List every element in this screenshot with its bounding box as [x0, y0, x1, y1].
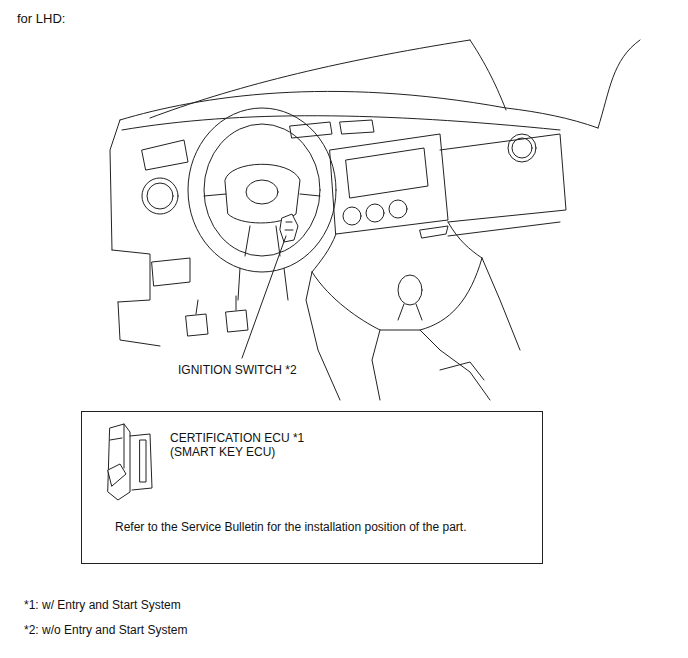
part-label: IGNITION SWITCH *2 [176, 363, 299, 377]
note-box: CERTIFICATION ECU *1 (SMART KEY ECU) Refe… [81, 411, 543, 564]
footnote: *1: w/ Entry and Start System [24, 598, 181, 612]
part-name: CERTIFICATION ECU *1 (SMART KEY ECU) [170, 431, 320, 459]
footnote: *2: w/o Entry and Start System [24, 623, 187, 637]
note-text: Refer to the Service Bulletin for the in… [115, 520, 467, 534]
page-title: for LHD: [17, 12, 65, 26]
